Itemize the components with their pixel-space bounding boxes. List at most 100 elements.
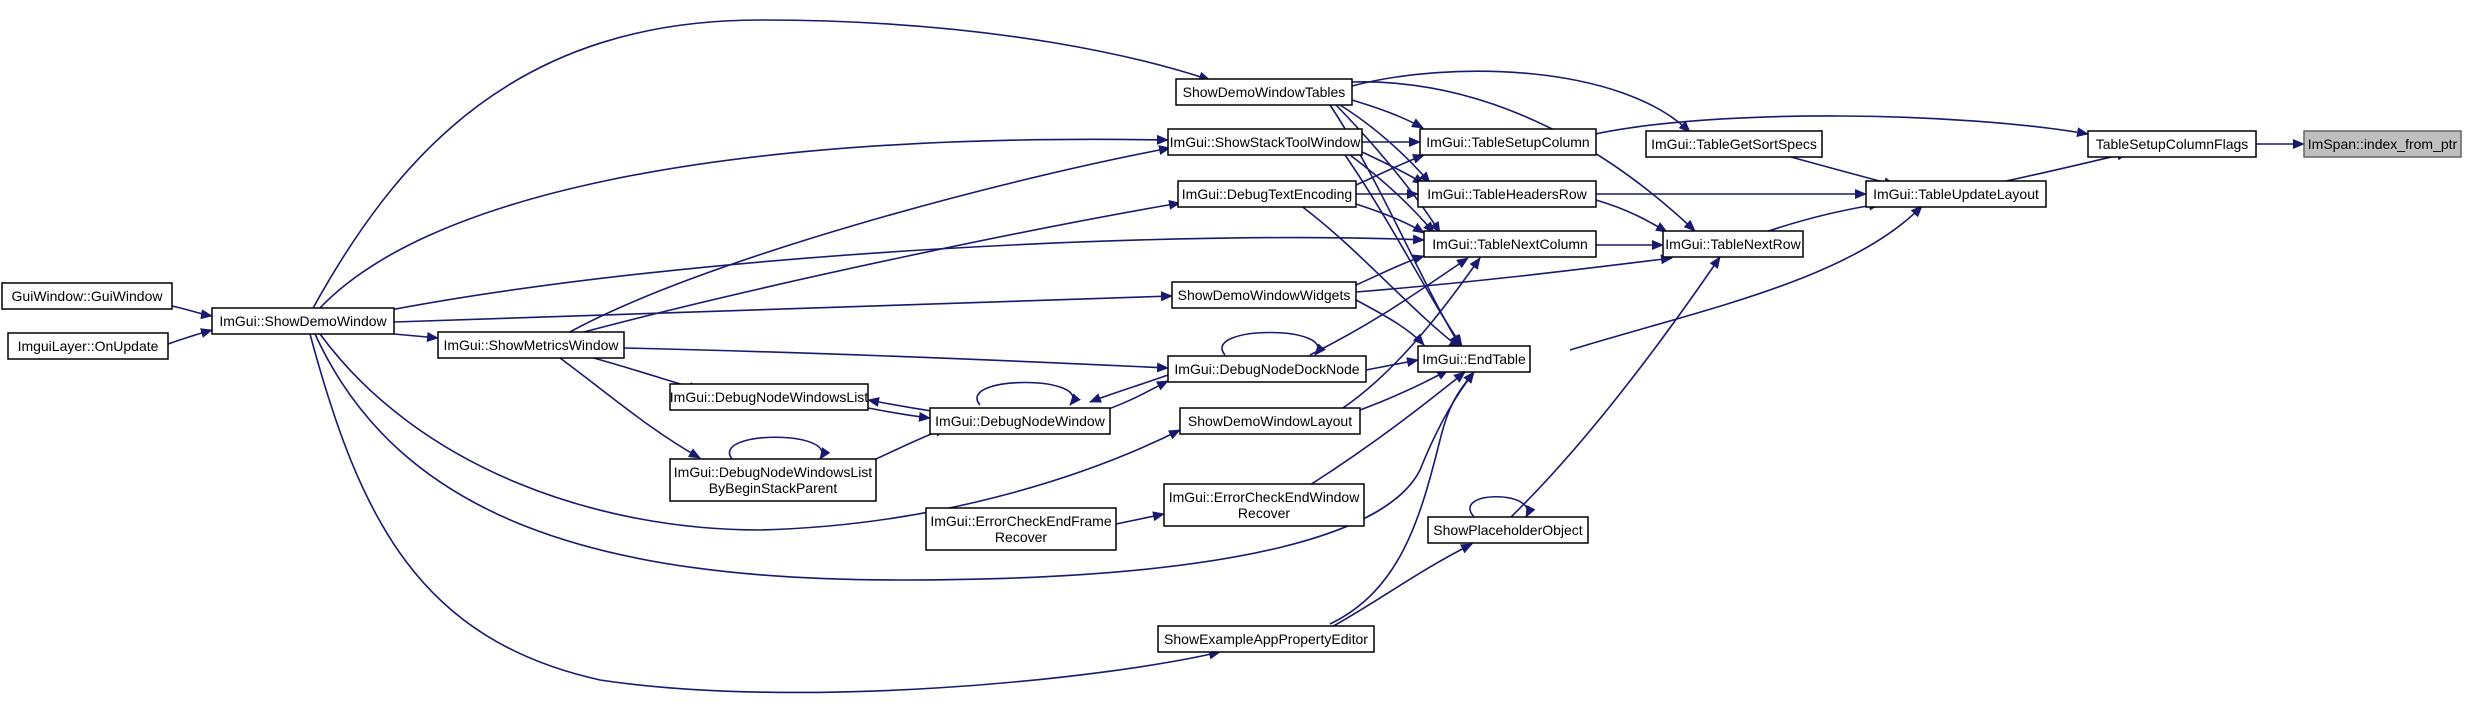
node-table-next-column[interactable]: ImGui::TableNextColumn [1423,230,1597,258]
node-box-debug-text-encoding [1177,180,1357,208]
node-table-get-sort-specs[interactable]: ImGui::TableGetSortSpecs [1645,130,1823,158]
node-table-next-row[interactable]: ImGui::TableNextRow [1662,230,1804,258]
node-table-setup-column[interactable]: ImGui::TableSetupColumn [1419,128,1597,156]
edges [167,19,2305,694]
edge-demolayout-to-endtable [1359,369,1449,411]
node-box-debug-node-windows-list [669,383,869,411]
edge-demotables-to-nextcolumn [1335,104,1441,234]
node-imgui-layer-on-update[interactable]: ImguiLayer::OnUpdate [7,332,169,360]
node-box-show-demo-window-widgets [1171,281,1357,309]
node-label-imgui-layer-on-update: ImguiLayer::OnUpdate [18,338,159,354]
node-debug-node-windows-list-by-begin-stack-parent[interactable]: ImGui::DebugNodeWindowsListByBeginStackP… [669,458,877,502]
edge-docknode-self [1221,331,1326,356]
edge-placeholder-self [1469,496,1536,518]
node-box-show-metrics-window [437,331,625,359]
node-table-update-layout[interactable]: ImGui::TableUpdateLayout [1865,180,2047,208]
edge-headersrow-to-nextrow [1595,199,1668,233]
edge-guiwindow-to-demowindow [171,305,213,320]
edge-demowindow-to-widgets [393,291,1173,323]
edge-demowidgets-to-nextrow [1355,254,1673,293]
node-label-show-demo-window-layout: ShowDemoWindowLayout [1188,413,1352,429]
node-label-show-stack-tool-window: ImGui::ShowStackToolWindow [1170,134,1362,150]
node-show-demo-window[interactable]: ImGui::ShowDemoWindow [211,307,395,335]
node-label-show-example-app-property-editor: ShowExampleAppPropertyEditor [1164,631,1368,647]
node-label-gui-window: GuiWindow::GuiWindow [12,288,164,304]
edge-nextrow-to-updatelayout [1759,200,1881,235]
node-show-example-app-property-editor[interactable]: ShowExampleAppPropertyEditor [1157,625,1375,653]
edge-placeholder-to-nextrow [1509,256,1721,519]
edge-metrics-to-stacktool [567,145,1171,334]
node-show-placeholder-object[interactable]: ShowPlaceholderObject [1427,516,1589,544]
node-gui-window[interactable]: GuiWindow::GuiWindow [1,282,173,310]
edge-windowslist-to-nodewindow [867,407,931,422]
node-box-error-check-end-window-recover [1163,483,1365,527]
node-box-error-check-end-frame-recover [925,507,1117,551]
node-box-debug-node-dock-node [1167,355,1367,383]
node-box-show-demo-window [211,307,395,335]
node-box-show-demo-window-tables [1175,78,1353,106]
edge-demowidgets-to-endtable [1355,299,1425,346]
edge-demowidgets-to-nextcolumn [1355,254,1425,286]
edge-textencoding-to-endtable [1299,204,1461,349]
edge-propeditor-to-placeholder [1329,543,1473,629]
node-show-demo-window-widgets[interactable]: ShowDemoWindowWidgets [1171,281,1357,309]
node-label-table-next-column: ImGui::TableNextColumn [1432,236,1588,252]
edge-onupdate-to-demowindow [167,328,213,345]
node-label-show-demo-window-widgets: ShowDemoWindowWidgets [1178,287,1351,303]
node-box-show-stack-tool-window [1167,128,1363,156]
edge-errframe-to-errwindow [1115,511,1165,525]
node-box-index-from-ptr [2303,130,2462,158]
node-debug-text-encoding[interactable]: ImGui::DebugTextEncoding [1177,180,1357,208]
node-debug-node-dock-node[interactable]: ImGui::DebugNodeDockNode [1167,355,1367,383]
node-label-debug-node-window: ImGui::DebugNodeWindow [935,413,1106,429]
node-debug-node-window[interactable]: ImGui::DebugNodeWindow [929,407,1111,435]
edge-metrics-to-byparent [559,357,701,459]
node-label-error-check-end-frame-recover: ImGui::ErrorCheckEndFrame [930,513,1111,529]
node-label-show-placeholder-object: ShowPlaceholderObject [1433,522,1583,538]
edge-demotables-to-getsortspecs [1351,70,1691,133]
node-label-debug-node-dock-node: ImGui::DebugNodeDockNode [1174,361,1359,377]
node-label-debug-text-encoding: ImGui::DebugTextEncoding [1182,186,1352,202]
node-show-stack-tool-window[interactable]: ImGui::ShowStackToolWindow [1167,128,1363,156]
nodes: ImSpan::index_from_ptr TableSetupColumnFl… [1,78,2462,653]
edge-nodewindow-self [976,381,1081,406]
node-show-demo-window-layout[interactable]: ShowDemoWindowLayout [1179,407,1361,435]
node-debug-node-windows-list[interactable]: ImGui::DebugNodeWindowsList [669,383,869,411]
node-box-table-setup-column-flags [2087,130,2257,158]
node-box-table-next-column [1423,230,1597,258]
node-box-show-demo-window-layout [1179,407,1361,435]
node-show-demo-window-tables[interactable]: ShowDemoWindowTables [1175,78,1353,106]
edge-metrics-to-docknode [623,347,1169,373]
node-table-headers-row[interactable]: ImGui::TableHeadersRow [1417,180,1597,208]
node-table-setup-column-flags[interactable]: TableSetupColumnFlags [2087,130,2257,158]
node-box-table-update-layout [1865,180,2047,208]
edge-demowindow-to-demotables [311,19,1211,311]
node-label-index-from-ptr: ImSpan::index_from_ptr [2308,136,2458,152]
edge-stacktool-to-nextcolumn [1349,154,1435,234]
node-label-debug-node-windows-list-by-begin-stack-parent: ImGui::DebugNodeWindowsList [674,464,873,480]
edge-metrics-to-textencoding [579,199,1181,334]
edge-docknode-to-nodewindow [1089,374,1169,403]
node-box-imgui-layer-on-update [7,332,169,360]
node-index-from-ptr[interactable]: ImSpan::index_from_ptr [2303,130,2462,158]
node-box-debug-node-windows-list-by-begin-stack-parent [669,458,877,502]
edge-demowindow-to-layout [319,333,1181,531]
node-label-show-demo-window-tables: ShowDemoWindowTables [1183,84,1346,100]
node-label-table-next-row: ImGui::TableNextRow [1665,236,1801,252]
node-label-debug-node-windows-list: ImGui::DebugNodeWindowsList [670,389,869,405]
node-label-error-check-end-window-recover: ImGui::ErrorCheckEndWindow [1169,489,1361,505]
edge-demotables-to-nextrow [1351,81,1696,232]
edge-textencoding-to-setupcolumn [1355,154,1425,186]
node-show-metrics-window[interactable]: ImGui::ShowMetricsWindow [437,331,625,359]
node-label-table-update-layout: ImGui::TableUpdateLayout [1873,186,2039,202]
edge-textencoding-to-nextcolumn [1355,203,1425,234]
node-end-table[interactable]: ImGui::EndTable [1417,345,1531,373]
edge-demowindow-to-nextcolumn [379,234,1425,313]
node-label-table-setup-column-flags: TableSetupColumnFlags [2096,136,2249,152]
edge-demolayout-to-nextcolumn [1339,257,1481,411]
node-box-table-setup-column [1419,128,1597,156]
node-label-error-check-end-frame-recover: Recover [995,529,1047,545]
